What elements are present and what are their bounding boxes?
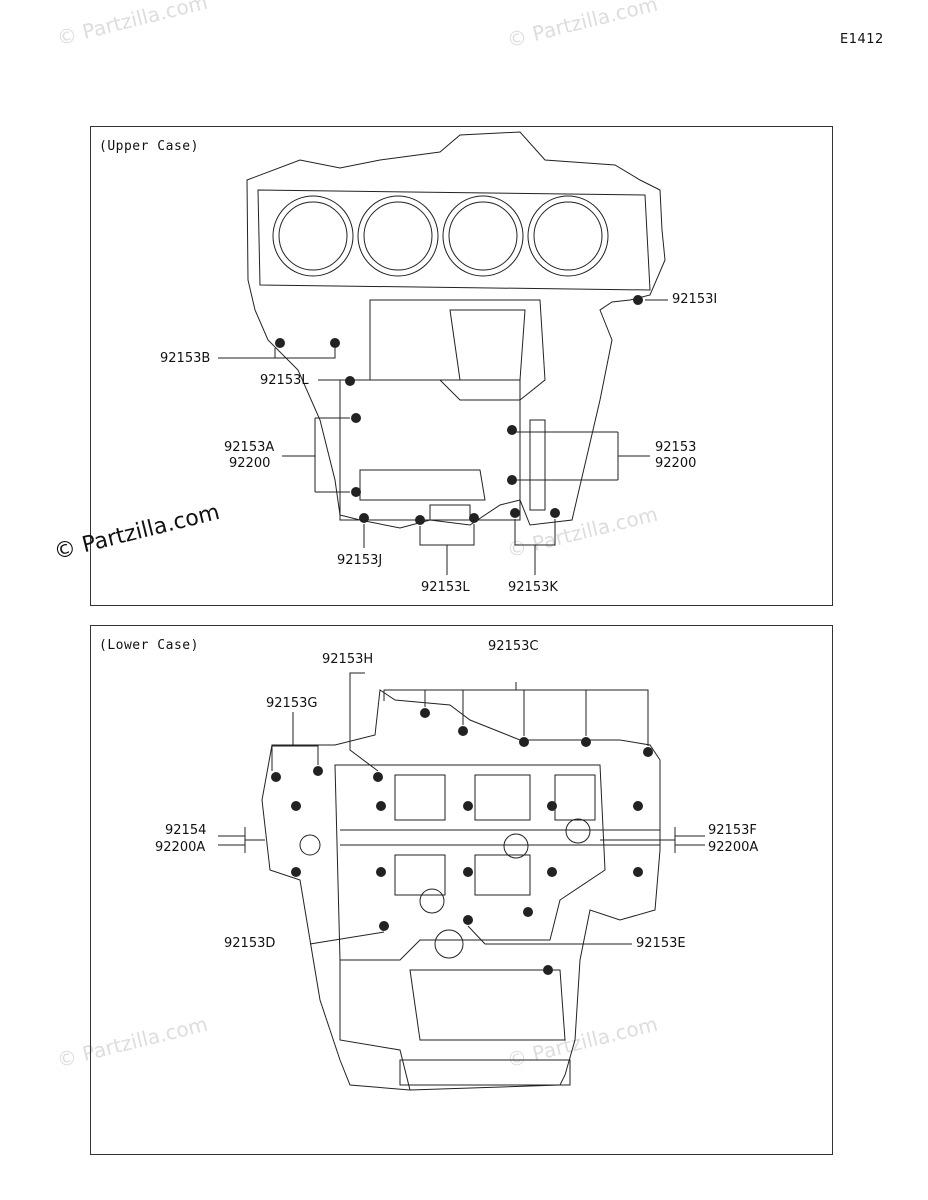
- part-label-92153E: 92153E: [636, 936, 686, 951]
- upper-case-title: (Upper Case): [99, 139, 199, 154]
- part-label-92153A: 92153A: [224, 440, 275, 455]
- part-label-92153I: 92153I: [672, 292, 718, 307]
- part-label-92200A: 92200A: [155, 840, 206, 855]
- part-label-92154: 92154: [165, 823, 207, 838]
- part-label-92200: 92200: [655, 456, 697, 471]
- lower-case-title: (Lower Case): [99, 638, 199, 653]
- part-label-92153L: 92153L: [421, 580, 470, 595]
- part-label-92153: 92153: [655, 440, 697, 455]
- lower-case-panel: (Lower Case): [90, 625, 833, 1155]
- part-label-92153J: 92153J: [337, 553, 383, 568]
- lower-case-illustration: [218, 672, 705, 1091]
- upper-case-panel: (Upper Case): [90, 126, 833, 606]
- part-label-92200: 92200: [229, 456, 271, 471]
- part-label-92200A: 92200A: [708, 840, 759, 855]
- part-label-92153B: 92153B: [160, 351, 211, 366]
- part-label-92153K: 92153K: [508, 580, 558, 595]
- part-label-92153D: 92153D: [224, 936, 276, 951]
- part-label-92153C: 92153C: [488, 639, 539, 654]
- part-label-92153G: 92153G: [266, 696, 318, 711]
- diagram-ref-code: E1412: [840, 32, 884, 47]
- part-label-92153L: 92153L: [260, 373, 309, 388]
- part-label-92153F: 92153F: [708, 823, 757, 838]
- upper-case-illustration: [218, 131, 668, 575]
- part-label-92153H: 92153H: [322, 652, 374, 667]
